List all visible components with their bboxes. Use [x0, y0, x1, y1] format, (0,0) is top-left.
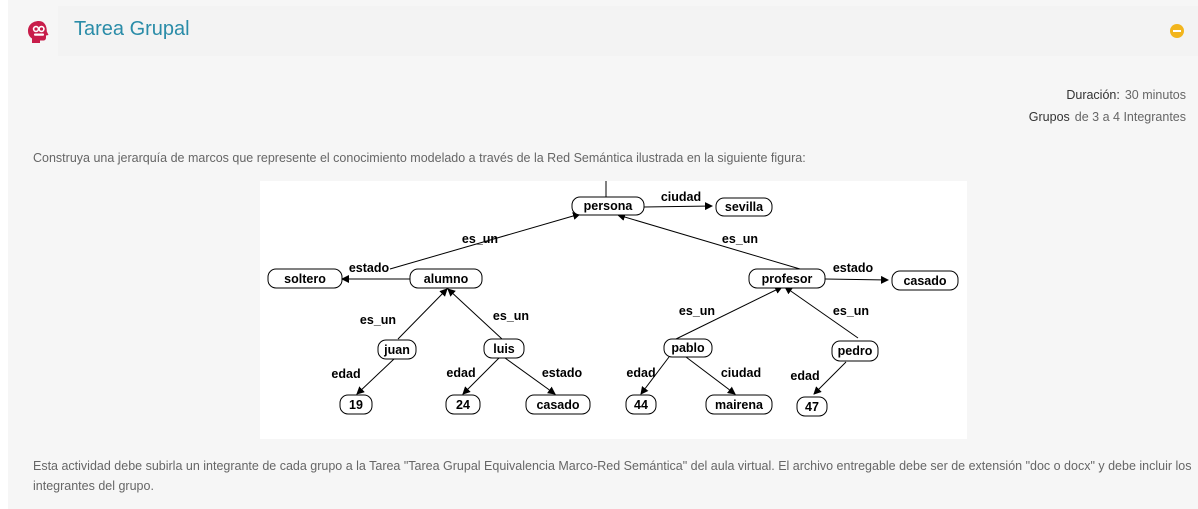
edge-label-juan-es-un: es_un [360, 313, 396, 327]
semantic-network-figure: persona sevilla alumno soltero profesor … [260, 181, 967, 439]
edge-label-luis-edad: edad [446, 366, 475, 380]
duration-label: Duración: [1066, 88, 1120, 102]
node-soltero: soltero [284, 272, 326, 286]
edge-label-alumno-es-un: es_un [462, 232, 498, 246]
node-pablo: pablo [671, 341, 705, 355]
node-alumno: alumno [424, 272, 469, 286]
edge-label-pablo-ciudad: ciudad [721, 366, 761, 380]
edge-label-profesor-estado: estado [833, 261, 874, 275]
brain-icon [28, 21, 49, 43]
node-casado-2: casado [536, 398, 579, 412]
node-profesor: profesor [762, 272, 813, 286]
node-mairena: mairena [715, 398, 764, 412]
task-meta: Duración: 30 minutos Grupos de 3 a 4 Integ… [1029, 84, 1186, 128]
node-19: 19 [349, 398, 363, 412]
edge-label-alumno-estado: estado [349, 261, 390, 275]
semantic-network-diagram: persona sevilla alumno soltero profesor … [267, 181, 959, 417]
edge-label-pablo-es-un: es_un [679, 304, 715, 318]
edge-label-ciudad: ciudad [661, 190, 701, 204]
edge-label-luis-es-un: es_un [493, 309, 529, 323]
node-persona: persona [584, 199, 634, 213]
edge-label-juan-edad: edad [331, 367, 360, 381]
node-pedro: pedro [838, 344, 873, 358]
edge-label-pablo-edad: edad [626, 366, 655, 380]
minus-circle-icon[interactable] [1170, 24, 1184, 38]
submission-note: Esta actividad debe subirla un integrant… [33, 459, 1192, 493]
node-casado-1: casado [903, 274, 946, 288]
instructions-text: Construya una jerarquía de marcos que re… [33, 151, 806, 165]
edge-label-profesor-es-un: es_un [722, 232, 758, 246]
node-24: 24 [456, 398, 470, 412]
edge-label-pedro-es-un: es_un [833, 304, 869, 318]
node-juan: juan [383, 343, 410, 357]
groups-label: Grupos [1028, 110, 1070, 124]
groups-value: de 3 a 4 Integrantes [1074, 110, 1186, 124]
node-sevilla: sevilla [725, 200, 764, 214]
page-title: Tarea Grupal [74, 18, 190, 40]
node-luis: luis [493, 342, 515, 356]
duration-value: 30 minutos [1124, 88, 1186, 102]
edge-label-pedro-edad: edad [790, 369, 819, 383]
edge-label-luis-estado: estado [542, 366, 583, 380]
node-44: 44 [634, 398, 648, 412]
node-47: 47 [805, 400, 819, 414]
task-header: Tarea Grupal [8, 0, 1198, 58]
title-bar [58, 6, 1198, 56]
